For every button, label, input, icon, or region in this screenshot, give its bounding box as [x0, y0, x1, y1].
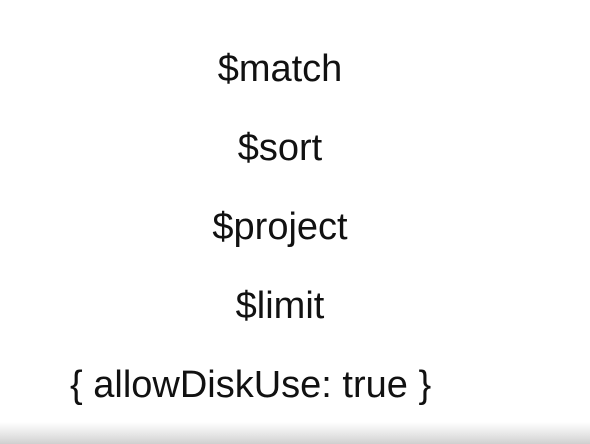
stage-limit-text: $limit — [235, 285, 325, 327]
options-text: { allowDiskUse: true } — [70, 364, 432, 406]
bottom-shadow — [0, 422, 590, 444]
stage-project-text: $project — [212, 206, 348, 248]
stage-sort-text: $sort — [237, 127, 323, 169]
stage-match-text: $match — [217, 48, 343, 90]
